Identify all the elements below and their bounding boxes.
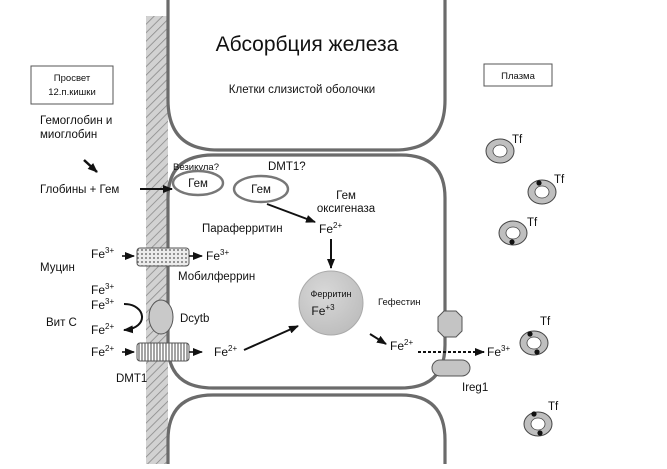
heme-oxygenase-label-2: оксигеназа <box>317 203 376 215</box>
dmt1-heme-label: Гем <box>251 184 271 196</box>
dcytb-label: Dcytb <box>180 313 209 325</box>
transferrin-4: Tf <box>519 316 551 356</box>
hephaestin-label: Гефестин <box>378 297 421 308</box>
brush-border <box>146 16 168 464</box>
hemoglobin-label-2: миоглобин <box>40 129 97 141</box>
fe2-center: Fe2+ <box>319 221 342 236</box>
transferrin-1: Tf <box>485 134 523 164</box>
dmt1-heme <box>232 174 290 204</box>
dcytb-reduction-arrow <box>123 303 143 334</box>
transferrin-5: Tf <box>523 401 559 437</box>
mobilferrin-channel <box>136 247 190 267</box>
plasma-label: Плазма <box>501 71 535 82</box>
paraferritin-label: Параферритин <box>202 223 283 235</box>
heme-oxygenase-label-1: Гем <box>336 190 356 202</box>
mucin-label: Муцин <box>40 262 75 274</box>
lumen-box <box>30 65 114 105</box>
vitc-label: Вит C <box>46 317 77 329</box>
tf-label-1: Tf <box>512 134 523 146</box>
tf-label-2: Tf <box>554 174 565 186</box>
hephaestin-protein <box>437 310 463 338</box>
fe2-cell: Fe2+ <box>214 344 237 359</box>
plasma-box <box>483 63 553 87</box>
fe3-plasma: Fe3+ <box>487 344 510 359</box>
vesicle-heme <box>171 169 225 197</box>
vesicle-label: Везикула? <box>173 162 219 173</box>
lower-cell <box>166 393 447 464</box>
ireg1-label: Ireg1 <box>462 382 488 394</box>
fe3-mobilferrin: Fe3+ <box>206 248 229 263</box>
fe-to-ferritin-lower-arrow <box>243 325 299 351</box>
dmt1-channel <box>136 342 190 362</box>
diagram-title: Абсорбция железа <box>216 33 399 56</box>
fe2-basolateral: Fe2+ <box>390 338 413 353</box>
tf-label-4: Tf <box>540 316 551 328</box>
fe3-vitc: Fe3+ <box>91 297 114 312</box>
globin-heme-label: Глобины + Гем <box>40 184 119 196</box>
fe3-vitc-top: Fe3+ <box>91 282 114 297</box>
main-cell <box>166 153 447 390</box>
diagram-subtitle: Клетки слизистой оболочки <box>229 84 375 96</box>
cell-outlines <box>166 0 447 464</box>
dmt1-question-label: DMT1? <box>268 161 306 173</box>
dcytb-protein <box>148 299 174 335</box>
vesicle-heme-label: Гем <box>188 178 208 190</box>
lumen-label-2: 12.п.кишки <box>48 87 96 98</box>
fe2-vitc: Fe2+ <box>91 322 114 337</box>
transferrin-2: Tf <box>527 174 565 205</box>
tf-label-5: Tf <box>548 401 559 413</box>
transferrin-3: Tf <box>498 217 538 246</box>
lumen-label-1: Просвет <box>54 73 91 84</box>
ferritin-fe: Fe+3 <box>311 303 335 318</box>
ferritin-sphere <box>298 270 364 336</box>
heme-to-fe-arrow <box>266 203 316 223</box>
ferritin-to-fe-arrow <box>369 333 387 345</box>
hemoglobin-label-1: Гемоглобин и <box>40 115 112 127</box>
ferritin-label: Ферритин <box>310 289 351 299</box>
fe3-mucin: Fe3+ <box>91 246 114 261</box>
fe2-dmt1: Fe2+ <box>91 344 114 359</box>
ireg1-channel <box>431 359 471 377</box>
upper-cell <box>166 0 447 152</box>
hemoglobin-arrow <box>83 159 98 173</box>
mobilferrin-label: Мобилферрин <box>178 271 255 283</box>
dmt1-label: DMT1 <box>116 373 147 385</box>
tf-label-3: Tf <box>527 217 538 229</box>
